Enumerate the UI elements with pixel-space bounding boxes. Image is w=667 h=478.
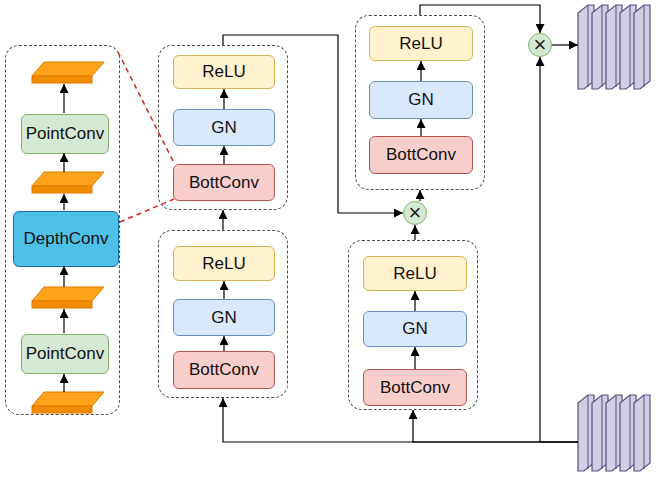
norm-box: GN bbox=[173, 109, 275, 146]
zoom-leaders bbox=[118, 52, 174, 222]
process-box: PointConv bbox=[21, 114, 109, 154]
feature-plate bbox=[620, 395, 636, 471]
block-group: ReLU GN BottConv bbox=[158, 230, 288, 398]
box-label: × bbox=[409, 202, 422, 224]
feature-plate bbox=[606, 5, 622, 89]
flow-connector bbox=[413, 410, 578, 442]
block-group: ReLU GN BottConv bbox=[158, 45, 288, 210]
box-label: ReLU bbox=[399, 34, 442, 54]
norm-box: GN bbox=[173, 299, 275, 336]
box-label: × bbox=[534, 34, 547, 56]
activation-box: ReLU bbox=[363, 256, 467, 291]
flow-arrow bbox=[63, 374, 64, 392]
plate-edge bbox=[616, 395, 617, 469]
flow-arrow bbox=[63, 84, 64, 113]
plate-edge bbox=[630, 5, 631, 87]
feature-plate bbox=[620, 5, 636, 89]
module-group: PointConvDepthConvPointConv bbox=[5, 45, 120, 415]
flow-connector bbox=[223, 336, 224, 351]
plate-edge bbox=[644, 395, 645, 469]
flow-connector bbox=[420, 61, 421, 81]
plate-edge bbox=[630, 395, 631, 469]
conv-box: BottConv bbox=[173, 164, 275, 201]
feature-slab bbox=[32, 62, 104, 76]
box-label: BottConv bbox=[386, 145, 456, 165]
flow-arrow bbox=[63, 266, 64, 287]
feature-plate bbox=[592, 395, 608, 471]
box-label: BottConv bbox=[380, 378, 450, 398]
box-label: GN bbox=[211, 118, 237, 138]
feature-slab bbox=[32, 301, 92, 308]
zoom-leader bbox=[120, 199, 174, 222]
flow-connector bbox=[222, 210, 223, 230]
feature-slab bbox=[32, 392, 104, 406]
feature-stack bbox=[578, 5, 662, 89]
feature-plate bbox=[634, 395, 650, 471]
feature-slab bbox=[32, 186, 92, 193]
box-label: PointConv bbox=[26, 124, 104, 144]
feature-plate bbox=[606, 395, 622, 471]
norm-box: GN bbox=[369, 81, 473, 119]
activation-box: ReLU bbox=[369, 26, 473, 61]
box-label: GN bbox=[402, 319, 428, 339]
box-label: GN bbox=[211, 308, 237, 328]
flow-connector bbox=[414, 291, 415, 311]
feature-plate bbox=[592, 5, 608, 89]
norm-box: GN bbox=[363, 311, 467, 347]
feature-plate bbox=[578, 5, 594, 89]
block-group: ReLU GN BottConv bbox=[348, 240, 478, 410]
feature-stacks bbox=[578, 5, 650, 471]
feature-slab bbox=[32, 172, 104, 186]
zoom-leader bbox=[118, 52, 174, 163]
flow-connector bbox=[414, 347, 415, 369]
feature-stack bbox=[578, 395, 662, 471]
box-label: ReLU bbox=[393, 264, 436, 284]
box-label: GN bbox=[408, 90, 434, 110]
process-box: DepthConv bbox=[13, 211, 119, 267]
plate-edge bbox=[616, 5, 617, 87]
activation-box: ReLU bbox=[173, 55, 275, 89]
conv-box: BottConv bbox=[363, 369, 467, 406]
flow-connector bbox=[420, 119, 421, 136]
feature-slab bbox=[32, 406, 92, 413]
flow-connector bbox=[414, 225, 415, 240]
flow-connector bbox=[223, 89, 224, 109]
feature-plate bbox=[634, 5, 650, 89]
box-label: BottConv bbox=[189, 360, 259, 380]
flow-connector bbox=[552, 44, 578, 45]
multiply-node: × bbox=[403, 201, 427, 225]
flow-connector bbox=[540, 57, 578, 442]
plate-edge bbox=[602, 395, 603, 469]
box-label: PointConv bbox=[26, 344, 104, 364]
feature-slab bbox=[32, 76, 92, 83]
box-label: DepthConv bbox=[23, 229, 108, 249]
plate-edge bbox=[588, 395, 589, 469]
activation-box: ReLU bbox=[173, 246, 275, 281]
feature-plate bbox=[578, 395, 594, 471]
plate-edge bbox=[588, 5, 589, 87]
flow-arrow bbox=[63, 309, 64, 333]
block-group: ReLU GN BottConv bbox=[355, 15, 485, 190]
multiply-node: × bbox=[528, 33, 552, 57]
conv-box: BottConv bbox=[173, 351, 275, 389]
flow-connector bbox=[223, 281, 224, 299]
plate-edge bbox=[602, 5, 603, 87]
flow-connector bbox=[419, 190, 420, 201]
connectors bbox=[223, 5, 578, 442]
process-box: PointConv bbox=[21, 334, 109, 374]
conv-box: BottConv bbox=[369, 136, 473, 174]
flow-arrow bbox=[63, 194, 64, 210]
box-label: ReLU bbox=[202, 254, 245, 274]
box-label: BottConv bbox=[189, 173, 259, 193]
plate-edge bbox=[644, 5, 645, 87]
flow-arrow bbox=[63, 153, 64, 172]
feature-slab bbox=[32, 287, 104, 301]
box-label: ReLU bbox=[202, 62, 245, 82]
flow-connector bbox=[223, 146, 224, 164]
